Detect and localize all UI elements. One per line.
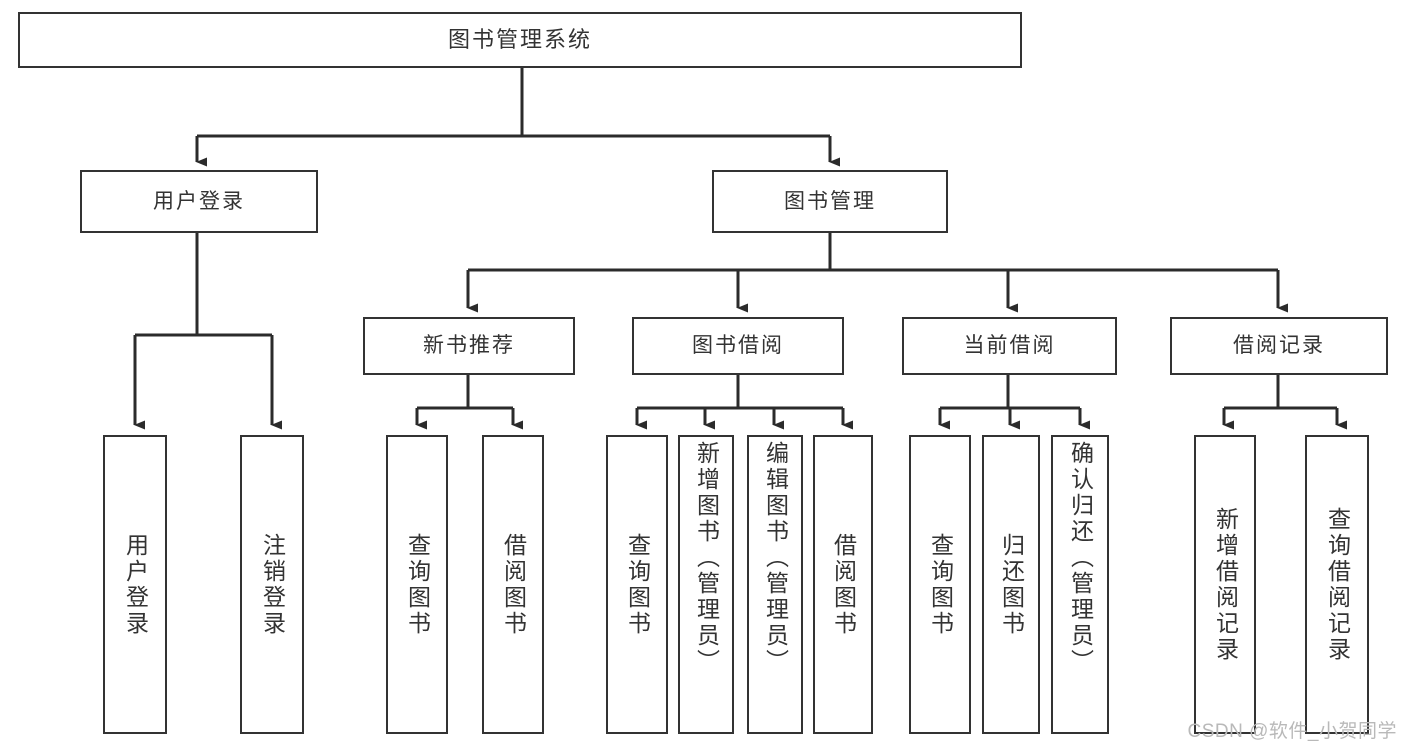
leaf-add-book-admin[interactable]: 新增图书（管理员） [678, 435, 734, 734]
node-label: 当前借阅 [963, 334, 1056, 358]
leaf-confirm-return-admin[interactable]: 确认归还（管理员） [1051, 435, 1109, 734]
node-book-borrow[interactable]: 图书借阅 [632, 317, 844, 375]
node-label: 编辑图书（管理员） [762, 441, 789, 675]
leaf-user-login[interactable]: 用户登录 [103, 435, 167, 734]
node-borrow-record[interactable]: 借阅记录 [1170, 317, 1388, 375]
node-book-management[interactable]: 图书管理 [712, 170, 948, 233]
leaf-query-book-current[interactable]: 查询图书 [909, 435, 971, 734]
node-label: 新增图书（管理员） [693, 441, 720, 675]
leaf-query-book-recommend[interactable]: 查询图书 [386, 435, 448, 734]
leaf-borrow-book[interactable]: 借阅图书 [813, 435, 873, 734]
node-user-login[interactable]: 用户登录 [80, 170, 318, 233]
node-label: 借阅图书 [500, 532, 527, 637]
node-label: 图书管理系统 [447, 26, 592, 52]
node-label: 查询图书 [624, 532, 651, 637]
node-current-borrow[interactable]: 当前借阅 [902, 317, 1117, 375]
node-label: 用户登录 [153, 189, 245, 213]
node-label: 确认归还（管理员） [1067, 441, 1094, 675]
leaf-edit-book-admin[interactable]: 编辑图书（管理员） [747, 435, 803, 734]
leaf-query-book[interactable]: 查询图书 [606, 435, 668, 734]
node-label: 用户登录 [122, 532, 149, 637]
leaf-add-borrow-record[interactable]: 新增借阅记录 [1194, 435, 1256, 734]
leaf-logout[interactable]: 注销登录 [240, 435, 304, 734]
leaf-borrow-book-recommend[interactable]: 借阅图书 [482, 435, 544, 734]
node-label: 归还图书 [998, 532, 1025, 637]
node-label: 查询图书 [404, 532, 431, 637]
node-label: 图书借阅 [692, 334, 784, 358]
node-label: 查询借阅记录 [1324, 506, 1351, 663]
node-label: 借阅记录 [1233, 334, 1325, 358]
node-label: 借阅图书 [830, 532, 857, 637]
node-label: 查询图书 [927, 532, 954, 637]
node-label: 新增借阅记录 [1212, 506, 1239, 663]
node-root-system[interactable]: 图书管理系统 [18, 12, 1022, 68]
leaf-return-book[interactable]: 归还图书 [982, 435, 1040, 734]
node-label: 新书推荐 [423, 334, 515, 358]
leaf-query-borrow-record[interactable]: 查询借阅记录 [1305, 435, 1369, 734]
node-label: 图书管理 [784, 189, 876, 213]
node-label: 注销登录 [259, 532, 286, 637]
node-new-book-recommend[interactable]: 新书推荐 [363, 317, 575, 375]
